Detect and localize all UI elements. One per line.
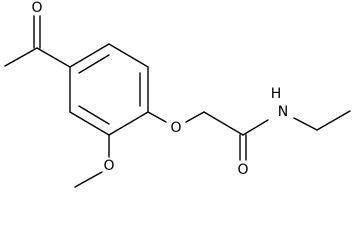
methoxy-group: O <box>74 134 115 188</box>
ring-bond-2 <box>108 43 149 68</box>
ketone-oxygen-label: O <box>31 0 42 16</box>
amide-oxygen-label: O <box>237 162 248 178</box>
acetyl-group: O <box>4 0 71 68</box>
ether-linkage: O <box>147 111 205 136</box>
amide-hydrogen-label: H <box>271 86 282 102</box>
methoxy-oxygen-label: O <box>103 158 114 174</box>
ether-oxygen-label: O <box>170 120 181 136</box>
ring-bond-1 <box>69 43 110 68</box>
bond-carbonyl-ring <box>36 47 71 68</box>
bond-ch2-carbonyl <box>203 111 244 136</box>
amide-group: O H N <box>203 86 288 178</box>
ring-inner-bond-c <box>78 105 110 125</box>
bond-ether-oxygen-ch2 <box>185 111 205 123</box>
bond-nitrogen-ch2 <box>293 117 318 131</box>
bond-methoxy-oxygen-methyl <box>74 171 103 188</box>
structure-diagram: O O O O H N <box>4 0 351 188</box>
bond-ring-ether-oxygen <box>147 111 167 123</box>
benzene-ring <box>69 43 149 136</box>
ring-bond-4 <box>108 111 149 136</box>
ring-inner-bond-a <box>78 54 110 74</box>
bond-carbonyl-nitrogen <box>242 119 269 136</box>
bond-ch2-ch3 <box>316 110 351 131</box>
amide-nitrogen-label: N <box>278 104 288 120</box>
ring-bond-5 <box>69 111 110 136</box>
bond-methyl-carbonyl <box>4 47 38 67</box>
ethyl-group <box>293 110 351 131</box>
